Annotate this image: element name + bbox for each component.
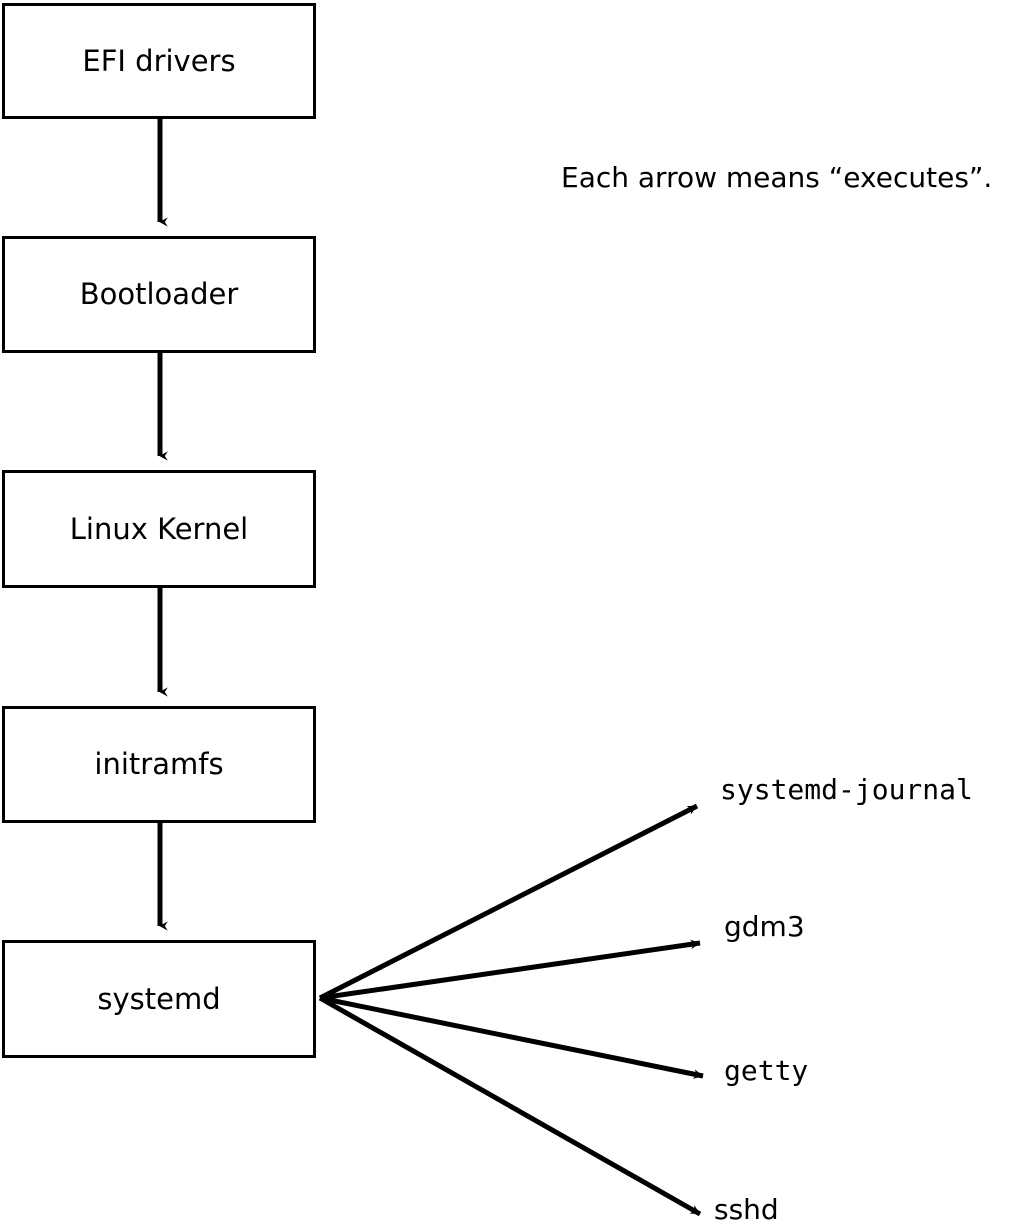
box-label-efi-drivers: EFI drivers <box>82 43 236 78</box>
box-label-initramfs: initramfs <box>94 747 224 781</box>
box-label-bootloader: Bootloader <box>79 277 239 311</box>
service-label-systemd-journal: systemd-journal <box>720 773 973 806</box>
arrow-systemd-to-getty <box>319 995 704 1079</box>
box-initramfs: initramfs <box>2 706 316 823</box>
service-label-getty: getty <box>724 1054 809 1087</box>
arrow-systemd-to-gdm3 <box>319 939 701 1001</box>
service-label-gdm3: gdm3 <box>724 910 805 943</box>
box-linux-kernel: Linux Kernel <box>2 470 316 588</box>
box-efi-drivers: EFI drivers <box>2 3 316 119</box>
box-label-linux-kernel: Linux Kernel <box>69 511 249 546</box>
box-label-systemd: systemd <box>97 981 221 1016</box>
box-bootloader: Bootloader <box>2 236 316 353</box>
service-label-sshd: sshd <box>714 1193 779 1226</box>
box-systemd: systemd <box>2 940 316 1058</box>
arrow-systemd-to-systemd-journal <box>318 803 699 1001</box>
arrow-systemd-to-sshd <box>318 995 702 1217</box>
arrow-meaning-annotation: Each arrow means “executes”. <box>561 161 993 194</box>
